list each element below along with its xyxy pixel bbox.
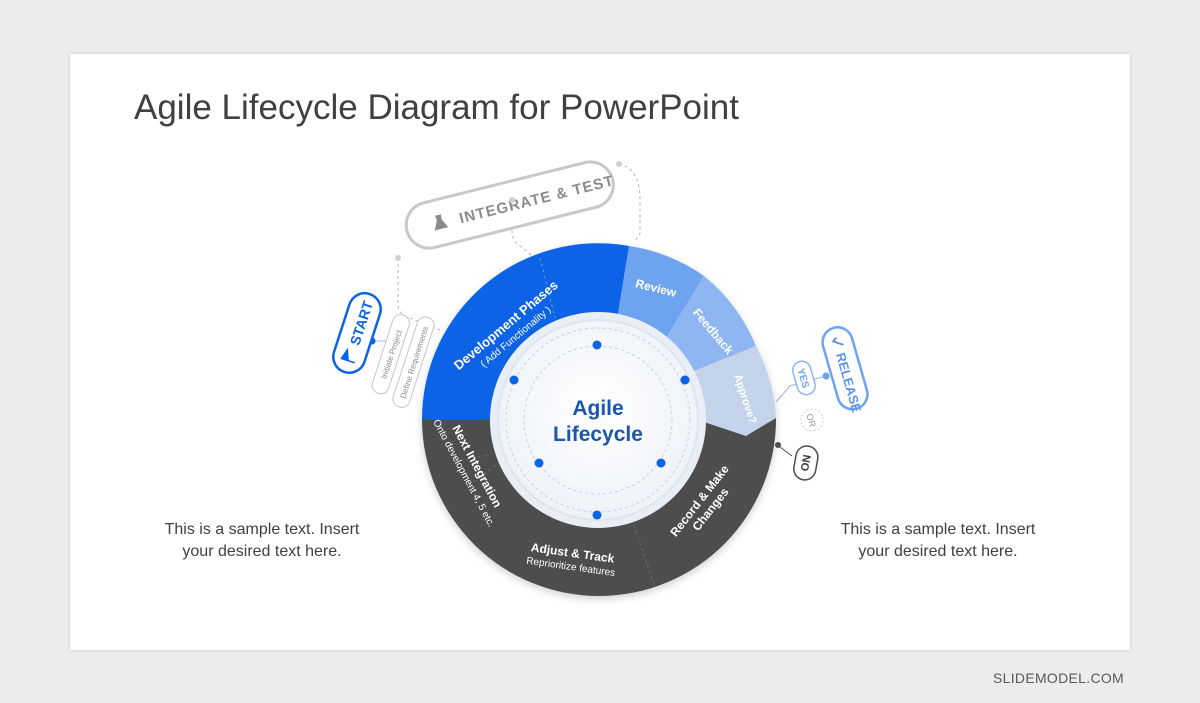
segment-dark-half <box>422 418 777 597</box>
check-icon <box>831 336 844 346</box>
hub-dot <box>592 510 602 520</box>
left-sample-text: This is a sample text. Insert your desir… <box>132 519 392 563</box>
define-requirements-pill <box>392 316 435 408</box>
right-sample-text-line1: This is a sample text. Insert <box>840 521 1036 538</box>
segment-feedback <box>666 276 756 373</box>
footer-brand: SLIDEMODEL.COM <box>993 670 1124 686</box>
or-badge <box>800 408 824 432</box>
left-sample-text-line1: This is a sample text. Insert <box>164 521 360 538</box>
left-sample-text-line2: your desired text here. <box>182 543 342 560</box>
yes-pill <box>792 360 816 396</box>
segment-review <box>617 246 704 338</box>
release-callout: RELEASE YES OR NO <box>775 326 869 481</box>
no-pill <box>793 445 819 481</box>
center-label-line1: Agile <box>572 397 623 420</box>
start-callout: START Initiate Project Define Requiremen… <box>332 291 435 408</box>
right-sample-text: This is a sample text. Insert your desir… <box>808 519 1068 563</box>
hub-dot <box>592 340 602 350</box>
inner-hub: Agile Lifecycle <box>490 312 706 528</box>
or-label: OR <box>804 412 817 428</box>
no-label: NO <box>797 454 812 473</box>
release-pill <box>821 326 869 411</box>
hub-dot <box>656 458 666 468</box>
integrate-test-pill <box>404 160 615 250</box>
hub-dot <box>509 375 519 385</box>
initiate-project-pill <box>371 314 410 395</box>
flask-icon <box>434 214 449 231</box>
right-sample-text-line2: your desired text here. <box>858 543 1018 560</box>
slide-title: Agile Lifecycle Diagram for PowerPoint <box>134 88 739 127</box>
segment-approve <box>689 346 776 436</box>
segment-development-phases <box>421 243 629 420</box>
flag-icon <box>340 347 355 364</box>
yes-label: YES <box>795 367 811 390</box>
center-label-line2: Lifecycle <box>553 423 643 446</box>
lifecycle-ring <box>421 243 777 597</box>
hub-dot <box>534 458 544 468</box>
hub-dot <box>680 375 690 385</box>
